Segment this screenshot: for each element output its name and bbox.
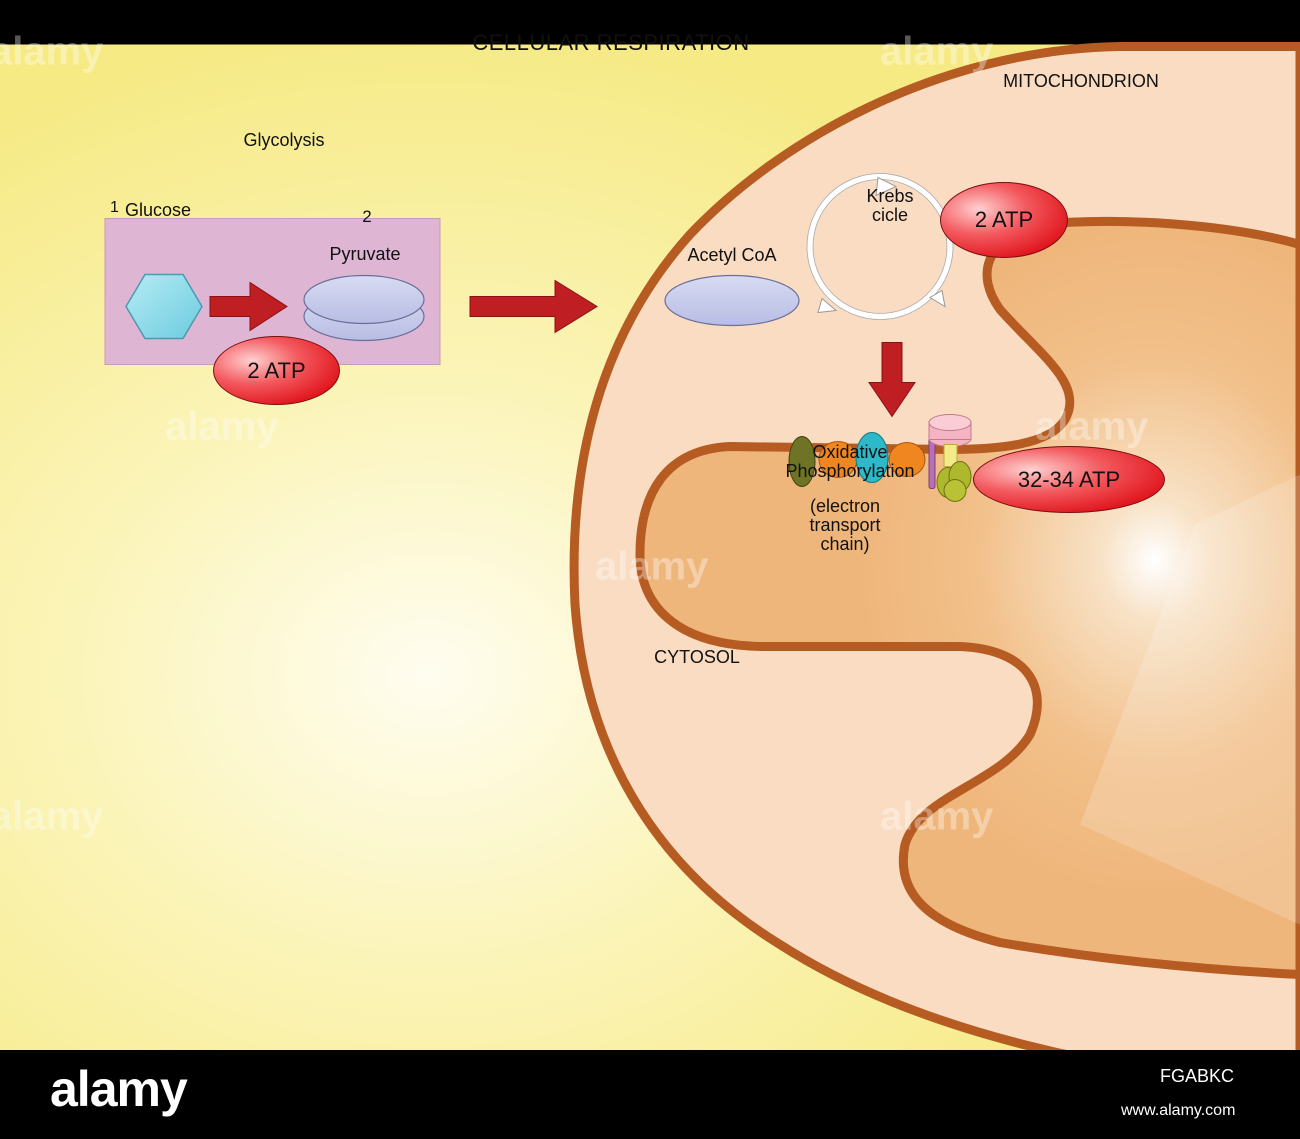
atp-synthase-stalk bbox=[943, 444, 958, 467]
atp-synthase-head-3 bbox=[943, 479, 967, 502]
svg-text:alamy: alamy bbox=[165, 405, 279, 449]
etc-label-line2: transport bbox=[809, 515, 881, 535]
atp-synthase-cap-top bbox=[928, 414, 972, 431]
etc-complex-3 bbox=[855, 432, 889, 483]
glucose-hexagon bbox=[125, 273, 203, 340]
atp-badge-krebs: 2 ATP bbox=[940, 182, 1068, 258]
watermarks: alamy alamy alamy alamy alamy alamy alam… bbox=[0, 30, 1149, 839]
arrow-glucose-to-pyruvate bbox=[209, 281, 288, 332]
glucose-count: 1 bbox=[110, 199, 119, 216]
electron-transport-chain bbox=[788, 414, 972, 502]
page-title: CELLULAR RESPIRATION bbox=[472, 30, 750, 55]
svg-text:alamy: alamy bbox=[1035, 405, 1149, 449]
krebs-cycle-ring bbox=[807, 173, 953, 320]
oxidative-label-line2: Phosphorylation bbox=[785, 461, 915, 481]
matrix-light-beam bbox=[1080, 474, 1300, 925]
footer-image-id: FGABKC bbox=[1160, 1066, 1235, 1086]
krebs-label-line1: Krebs bbox=[866, 186, 914, 206]
arrow-glycolysis-to-mitochondrion bbox=[469, 279, 598, 334]
etc-label-line1: (electron bbox=[809, 496, 881, 516]
cytosol-label: CYTOSOL bbox=[654, 647, 740, 667]
etc-label-line3: chain) bbox=[820, 534, 870, 554]
krebs-cycle-ring-outline bbox=[806, 173, 954, 320]
pyruvate-disc-front bbox=[303, 274, 425, 325]
atp-badge-glycolysis: 2 ATP bbox=[213, 336, 340, 405]
krebs-arrowhead-left bbox=[817, 297, 838, 314]
oxidative-label-line1: Oxidative bbox=[812, 442, 888, 462]
svg-text:alamy: alamy bbox=[0, 30, 104, 74]
footer-bar bbox=[0, 1050, 1300, 1139]
pyruvate-label: Pyruvate bbox=[329, 244, 401, 264]
krebs-arrowhead-top bbox=[875, 176, 898, 197]
mitochondrion-inner-membrane bbox=[635, 216, 1300, 979]
footer-url: www.alamy.com bbox=[1121, 1102, 1236, 1119]
acetyl-coa-oval bbox=[664, 274, 800, 327]
svg-text:alamy: alamy bbox=[880, 795, 994, 839]
arrow-krebs-to-oxidative bbox=[868, 342, 916, 418]
svg-text:alamy: alamy bbox=[595, 545, 709, 589]
svg-text:alamy: alamy bbox=[880, 30, 994, 74]
footer-logo: alamy bbox=[50, 1061, 188, 1117]
glycolysis-label: Glycolysis bbox=[243, 130, 325, 150]
acetyl-coa-label: Acetyl CoA bbox=[687, 245, 777, 265]
glucose-label: Glucose bbox=[125, 200, 192, 220]
etc-complex-1 bbox=[788, 436, 816, 487]
krebs-arrowhead-right bbox=[929, 289, 946, 308]
krebs-label-line2: cicle bbox=[871, 205, 909, 225]
atp-badge-oxidative-label: 32-34 ATP bbox=[1017, 466, 1121, 492]
atp-badge-glycolysis-label: 2 ATP bbox=[247, 357, 306, 383]
atp-badge-oxidative: 32-34 ATP bbox=[973, 446, 1165, 513]
mitochondrion-label: MITOCHONDRION bbox=[1003, 71, 1159, 91]
atp-badge-krebs-label: 2 ATP bbox=[974, 207, 1034, 232]
svg-text:alamy: alamy bbox=[0, 795, 104, 839]
pyruvate-count: 2 bbox=[362, 207, 372, 226]
etc-complex-4 bbox=[888, 442, 926, 477]
